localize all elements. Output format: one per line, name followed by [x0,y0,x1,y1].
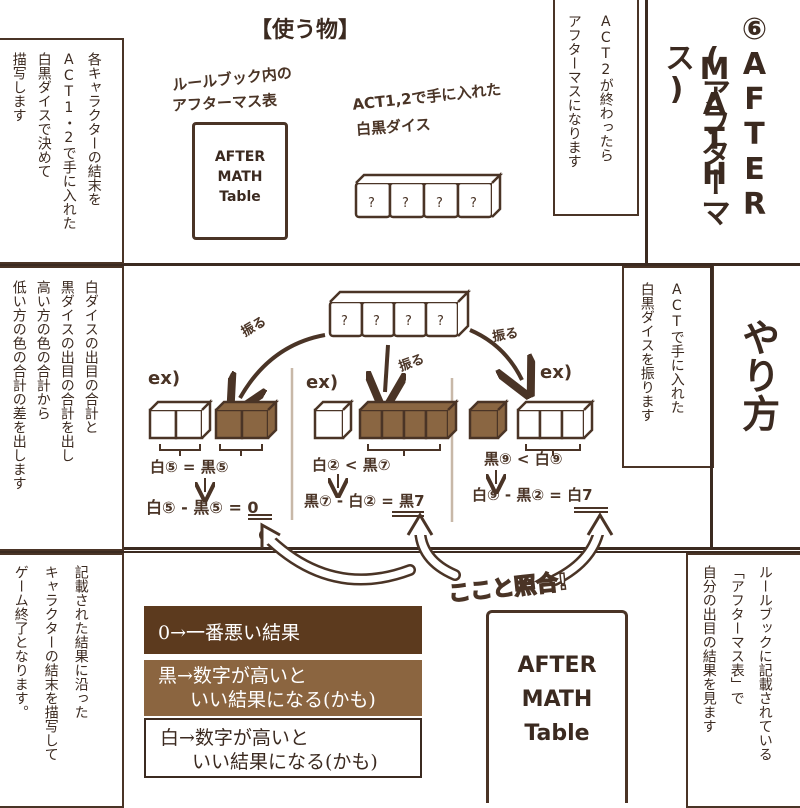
result-white-line1: 白→数字が高いと [160,727,309,749]
method-left-note-line2: 高い方の色の合計から [34,280,51,420]
dice-row-method: ? ? ? ? [328,288,472,338]
result-white-line2: いい結果になる(かも) [192,751,378,773]
bottom-right-note-line0: ルールブックに記載されている [756,565,773,761]
title-number: ⑥ [737,12,772,47]
ex1-line1: 白⑤ = 黒⑤ [150,458,229,476]
result-zero-text: 0→一番悪い結果 [158,622,301,644]
svg-text:?: ? [368,196,375,211]
rulebook-small-line0: AFTER [214,149,266,165]
title-line1: AFTER [737,47,772,222]
bottom-left-note-line1: キャラクターの結末を描写して [42,565,59,761]
ex2-line2: 黒⑦ - 白② = 黒7 [304,492,425,510]
rulebook-small-line2: Table [219,189,261,205]
method-right-note-line0: ACTで手に入れた [668,282,685,414]
title-line2: MATH [697,52,732,192]
ex-label-2: ex) [306,372,339,393]
bottom-right-note-line2: 自分の出目の結果を見ます [700,565,717,733]
ex3-line1: 黒⑨ < 白⑨ [484,450,563,468]
act-note-box: アフターマスになります ACT2が終わったら [553,0,639,216]
method-title-border [710,266,713,547]
result-black-line1: 黒→数字が高いと [158,665,307,687]
bottom-left-note-box: ゲーム終了となります。 キャラクターの結末を描写して 記載された結果に沿った [0,553,124,808]
bottom-right-note-box: 自分の出目の結果を見ます 「アフターマス表」で ルールブックに記載されている [686,553,800,808]
rulebook-small: AFTER MATH Table [192,122,288,240]
svg-text:?: ? [402,196,409,211]
method-left-note-line3: 低い方の色の合計の差を出します [10,280,27,490]
rulebook-small-line1: MATH [217,169,263,185]
ex1-line2: 白⑤ - 黒⑤ = 0 [146,498,259,517]
result-zero: 0→一番悪い結果 [144,606,422,654]
svg-text:?: ? [373,314,380,329]
method-title: やり方 [735,318,780,432]
svg-text:?: ? [436,196,443,211]
act-note-line1: アフターマスになります [565,14,582,168]
ex-label-3: ex) [540,362,573,383]
panel-border-h2b [0,551,800,553]
panel-border-h2 [0,547,800,550]
method-left-note-line1: 黒ダイスの出目の合計を出し [58,280,75,462]
dice-row-top: ? ? ? ? [354,171,504,219]
svg-text:?: ? [437,314,444,329]
title-block: ⑥AFTER MATH (アフターマス) [648,0,800,263]
method-right-note-box: 白黒ダイスを振ります ACTで手に入れた [622,266,714,468]
items-heading: 【使う物】 [250,18,361,43]
panel-border-v-top [645,0,648,264]
rulebook-large: AFTER MATH Table [486,610,628,803]
rulebook-large-line1: MATH [521,687,593,712]
left-note-top-line1: ACT1・2で手に入れた [60,52,77,230]
svg-text:?: ? [341,314,348,329]
left-note-top-line0: 各キャラクターの結末を [85,52,102,206]
ex-label-1: ex) [148,368,181,389]
svg-text:?: ? [470,196,477,211]
left-note-top-line3: 描写します [10,52,27,122]
panel-border-h1 [0,263,800,266]
rulebook-large-line2: Table [524,721,590,746]
left-note-top-line2: 白黒ダイスで決めて [35,52,52,178]
result-white: 白→数字が高いと いい結果になる(かも) [144,718,422,778]
ex3-line2: 白⑨ - 黒② = 白7 [472,486,593,504]
svg-text:?: ? [405,314,412,329]
title-line3: (アフターマス) [659,42,730,227]
bottom-left-note-line0: 記載された結果に沿った [72,565,89,719]
method-right-note-line1: 白黒ダイスを振ります [638,282,655,422]
rulebook-large-line0: AFTER [517,653,597,678]
result-black: 黒→数字が高いと いい結果になる(かも) [144,660,422,716]
act-note-line0: ACT2が終わったら [597,14,614,162]
bottom-left-note-line2: ゲーム終了となります。 [12,565,29,719]
left-note-top-box: 描写します 白黒ダイスで決めて ACT1・2で手に入れた 各キャラクターの結末を [0,38,124,264]
method-left-note-line0: 白ダイスの出目の合計と [82,280,99,434]
bottom-right-note-line1: 「アフターマス表」で [728,565,745,705]
ex2-line1: 白② < 黒⑦ [312,456,391,474]
result-black-line2: いい結果になる(かも) [190,689,376,711]
method-left-note-box: 低い方の色の合計の差を出します 高い方の色の合計から 黒ダイスの出目の合計を出し… [0,266,124,551]
